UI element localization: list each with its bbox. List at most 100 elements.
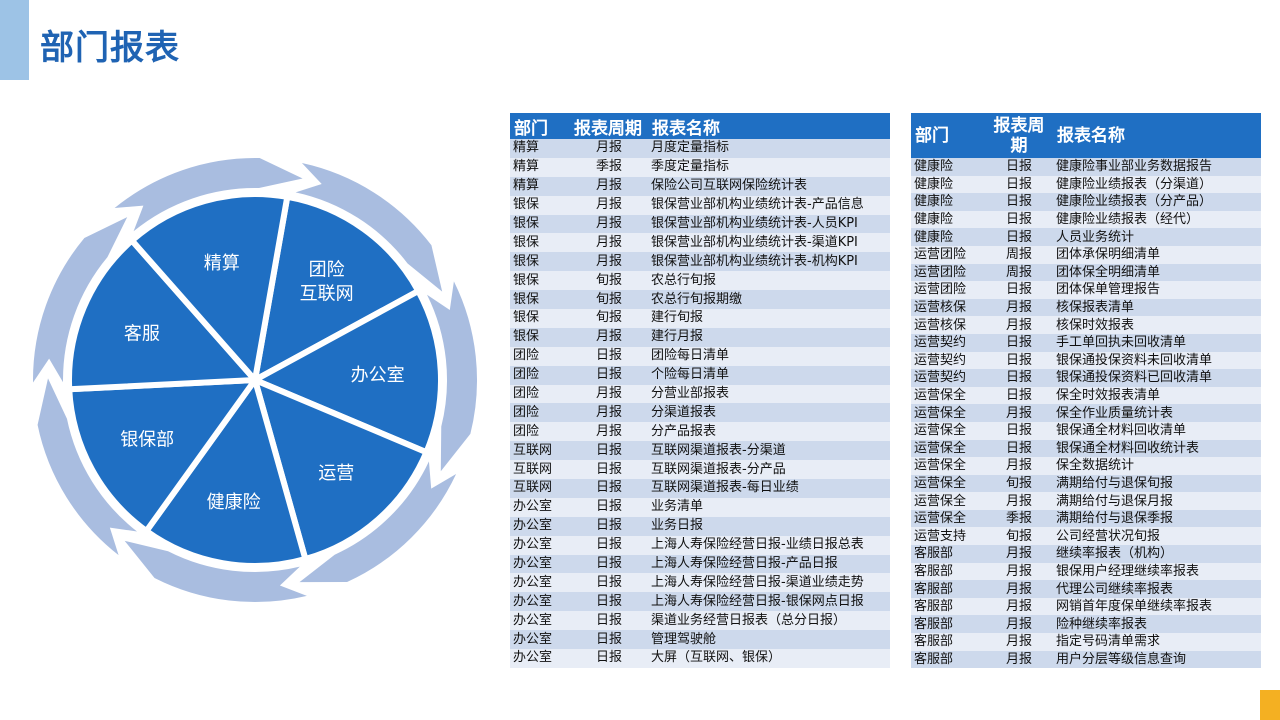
table-row: 办公室日报上海人寿保险经营日报-渠道业绩走势 [510, 573, 890, 593]
table-row: 办公室日报上海人寿保险经营日报-产品日报 [510, 554, 890, 574]
cell-period: 周报 [985, 263, 1053, 282]
cell-report-name: 业务清单 [648, 497, 890, 517]
table-row: 健康险日报健康险业绩报表（经代） [911, 210, 1261, 229]
cell-period: 月报 [570, 195, 648, 215]
table-row: 运营团险日报团体保单管理报告 [911, 281, 1261, 299]
cell-department: 客服部 [911, 597, 985, 616]
cell-department: 运营契约 [911, 333, 985, 352]
cell-department: 运营团险 [911, 281, 985, 299]
cell-period: 日报 [570, 611, 648, 631]
table-row: 精算月报保险公司互联网保险统计表 [510, 176, 890, 196]
cell-department: 运营团险 [911, 245, 985, 264]
cell-period: 旬报 [570, 309, 648, 328]
table-row: 团险月报分营业部报表 [510, 384, 890, 404]
cell-report-name: 分产品报表 [648, 422, 890, 442]
cell-report-name: 建行旬报 [648, 309, 890, 328]
cell-department: 客服部 [911, 650, 985, 669]
cell-report-name: 指定号码清单需求 [1053, 633, 1261, 651]
cell-period: 月报 [570, 176, 648, 196]
cell-report-name: 银保营业部机构业绩统计表-渠道KPI [648, 233, 890, 253]
wheel-segment [128, 191, 291, 383]
cell-period: 月报 [985, 457, 1053, 475]
table-row: 银保旬报农总行旬报期缴 [510, 290, 890, 310]
cell-period: 日报 [570, 592, 648, 612]
cell-department: 客服部 [911, 562, 985, 581]
table-row: 银保旬报建行旬报 [510, 309, 890, 328]
cell-report-name: 月度定量指标 [648, 139, 890, 158]
cell-department: 精算 [510, 176, 570, 196]
cell-period: 日报 [985, 193, 1053, 211]
col-header-period: 报表周期 [985, 113, 1053, 158]
table-row: 银保月报银保营业部机构业绩统计表-产品信息 [510, 195, 890, 215]
col-header-name: 报表名称 [1053, 113, 1261, 158]
cell-report-name: 健康险事业部业务数据报告 [1053, 158, 1261, 176]
ring-arrow [295, 163, 443, 292]
table-row: 互联网日报互联网渠道报表-分产品 [510, 460, 890, 480]
cell-report-name: 健康险业绩报表（分渠道） [1053, 175, 1261, 194]
cell-report-name: 互联网渠道报表-每日业绩 [648, 479, 890, 498]
table-row: 客服部月报继续率报表（机构） [911, 545, 1261, 563]
cell-report-name: 继续率报表（机构） [1053, 545, 1261, 563]
cell-department: 运营契约 [911, 351, 985, 370]
col-header-name: 报表名称 [648, 113, 890, 139]
cell-report-name: 满期给付与退保旬报 [1053, 474, 1261, 493]
cell-department: 办公室 [510, 573, 570, 593]
col-header-department: 部门 [911, 113, 985, 158]
table-row: 团险日报团险每日清单 [510, 346, 890, 366]
cell-period: 月报 [570, 384, 648, 404]
cell-department: 银保 [510, 271, 570, 291]
table-row: 运营保全日报银保通全材料回收统计表 [911, 439, 1261, 458]
table-row: 办公室日报大屏（互联网、银保） [510, 649, 890, 668]
cell-department: 运营保全 [911, 509, 985, 528]
cell-period: 日报 [570, 441, 648, 461]
cell-period: 日报 [570, 630, 648, 650]
cell-period: 月报 [985, 404, 1053, 422]
table-row: 客服部月报险种继续率报表 [911, 615, 1261, 634]
cell-period: 月报 [985, 580, 1053, 598]
ring-arrow [124, 540, 307, 602]
cell-department: 健康险 [911, 175, 985, 194]
cell-report-name: 季度定量指标 [648, 157, 890, 177]
cell-department: 银保 [510, 214, 570, 234]
cell-period: 日报 [985, 281, 1053, 299]
wheel-segment-label: 银保部 [120, 430, 174, 451]
table-row: 运营保全日报保全时效报表清单 [911, 386, 1261, 405]
table-row: 银保月报银保营业部机构业绩统计表-渠道KPI [510, 233, 890, 253]
cell-period: 日报 [570, 516, 648, 536]
table-row: 运营保全旬报满期给付与退保旬报 [911, 474, 1261, 493]
cell-period: 月报 [985, 562, 1053, 581]
cell-department: 团险 [510, 422, 570, 442]
cell-period: 月报 [570, 403, 648, 423]
cell-department: 团险 [510, 403, 570, 423]
table-row: 互联网日报互联网渠道报表-分渠道 [510, 441, 890, 461]
cell-report-name: 代理公司继续率报表 [1053, 580, 1261, 598]
cell-report-name: 银保通全材料回收统计表 [1053, 439, 1261, 458]
table-row: 健康险日报健康险事业部业务数据报告 [911, 158, 1261, 176]
title-accent-bar [0, 0, 29, 80]
cell-report-name: 保险公司互联网保险统计表 [648, 176, 890, 196]
cell-department: 银保 [510, 290, 570, 310]
cell-period: 日报 [570, 554, 648, 574]
cell-period: 日报 [985, 351, 1053, 370]
cell-period: 月报 [570, 233, 648, 253]
cell-report-name: 保全作业质量统计表 [1053, 404, 1261, 422]
cell-period: 旬报 [570, 271, 648, 291]
cell-report-name: 分渠道报表 [648, 403, 890, 423]
cell-report-name: 上海人寿保险经营日报-业绩日报总表 [648, 535, 890, 555]
cell-report-name: 互联网渠道报表-分渠道 [648, 441, 890, 461]
cell-report-name: 建行月报 [648, 327, 890, 347]
cell-period: 月报 [985, 650, 1053, 669]
cell-department: 精算 [510, 139, 570, 158]
table-row: 办公室日报上海人寿保险经营日报-业绩日报总表 [510, 535, 890, 555]
cell-period: 月报 [985, 492, 1053, 510]
cell-department: 办公室 [510, 535, 570, 555]
table-row: 团险月报分渠道报表 [510, 403, 890, 423]
cell-department: 银保 [510, 327, 570, 347]
table-row: 运营保全季报满期给付与退保季报 [911, 509, 1261, 528]
cell-report-name: 健康险业绩报表（分产品） [1053, 193, 1261, 211]
cell-department: 运营保全 [911, 474, 985, 493]
ring-arrow [114, 158, 303, 232]
cell-report-name: 核保时效报表 [1053, 316, 1261, 334]
cell-period: 日报 [985, 369, 1053, 387]
